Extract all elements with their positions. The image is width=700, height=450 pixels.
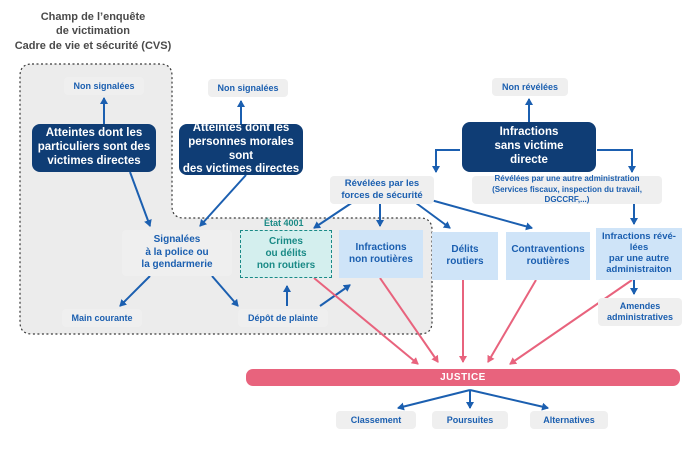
node-atteintes-personnes-morales: Atteintes dont les personnes morales son… [179, 122, 303, 175]
title-line-3: Cadre de vie et sécurité (CVS) [14, 39, 172, 52]
node-contraventions-routieres: Contraventions routières [506, 232, 590, 280]
node-main-courante: Main courante [62, 309, 142, 327]
node-non-revelees: Non révélées [492, 78, 568, 96]
title-line-2: de victimation [56, 25, 130, 38]
title-line-1: Champ de l’enquête [40, 11, 146, 23]
node-infractions-sans-victime: Infractions sans victime directe [462, 122, 596, 172]
node-classement: Classement [336, 411, 416, 429]
node-depot-plainte: Dépôt de plainte [238, 309, 328, 327]
node-revelees-autre-administration: Révélées par une autre administration (S… [472, 174, 662, 204]
node-infractions-non-routieres: Infractions non routières [339, 230, 423, 278]
node-amendes-administratives: Amendes administratives [598, 298, 682, 326]
node-poursuites: Poursuites [432, 411, 508, 429]
node-alternatives: Alternatives [530, 411, 608, 429]
node-delits-routiers: Délits routiers [432, 232, 498, 280]
page-title: Champ de l’enquête de victimation Cadre … [8, 10, 178, 53]
node-infractions-revelees-autre-administration: Infractions révé- lées par une autre adm… [596, 228, 682, 280]
node-atteintes-particuliers: Atteintes dont les particuliers sont des… [32, 124, 156, 172]
node-revelees-forces-securite: Révélées par les forces de sécurité [330, 176, 434, 204]
node-crimes-delits-non-routiers: Crimes ou délits non routiers [240, 230, 332, 278]
node-non-signalees-2: Non signalées [208, 79, 288, 97]
node-non-signalees-1: Non signalées [64, 77, 144, 95]
label-etat-4001: État 4001 [264, 218, 304, 228]
node-justice: JUSTICE [246, 369, 680, 386]
node-signalees-police: Signalées à la police ou la gendarmerie [122, 230, 232, 276]
